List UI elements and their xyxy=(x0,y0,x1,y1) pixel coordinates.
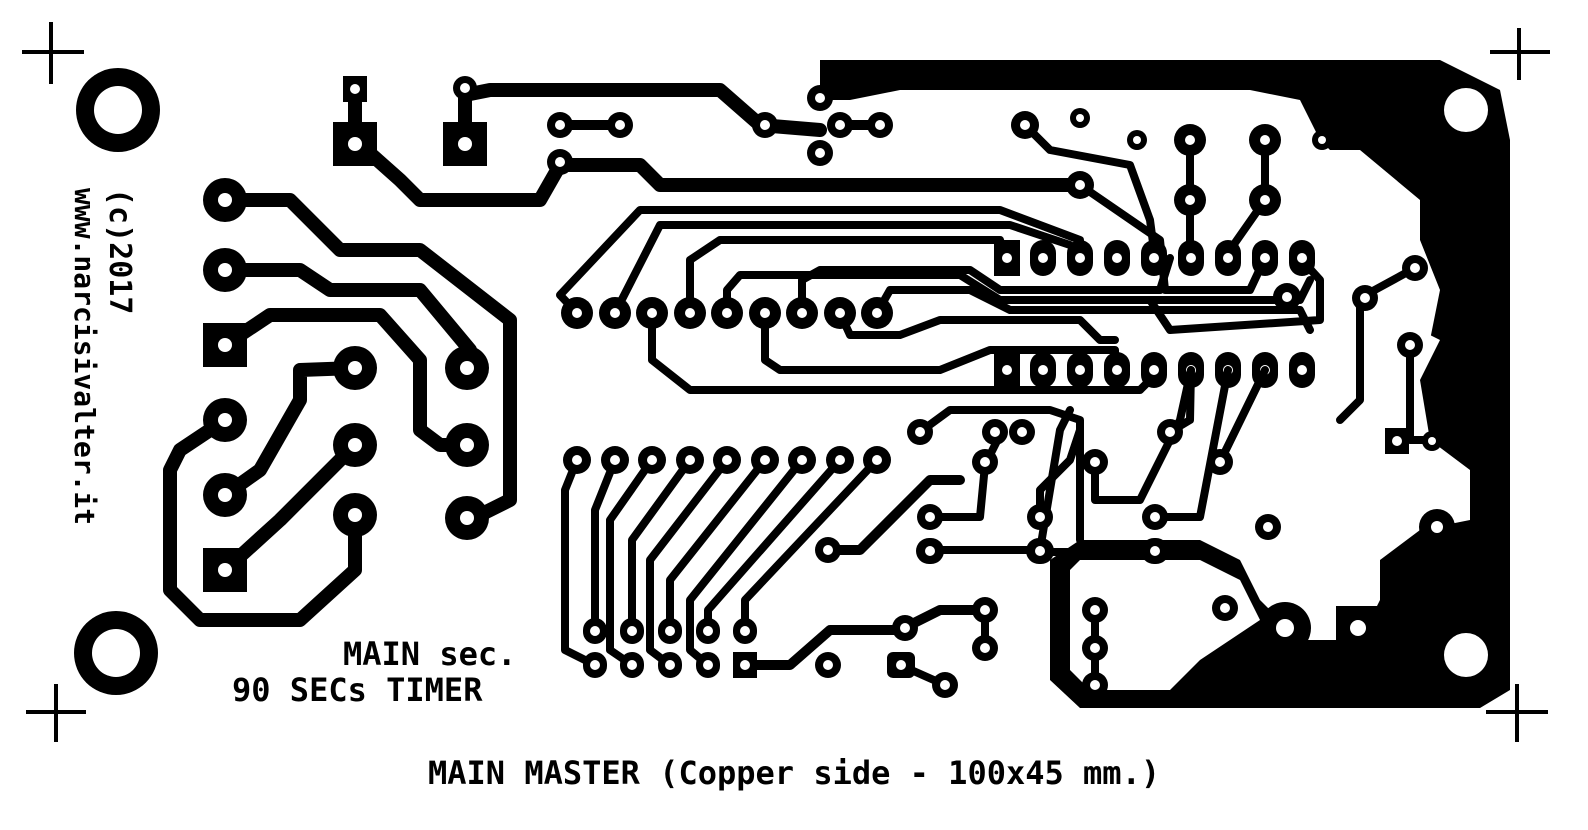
registration-crosshair-icon xyxy=(1490,28,1550,80)
connector-pads xyxy=(583,618,757,678)
middle-traces xyxy=(556,121,1324,394)
copyright-year: (c)2017 xyxy=(102,188,137,315)
board-name-line2: 90 SECs TIMER xyxy=(232,671,483,709)
left-pads xyxy=(203,76,489,592)
mounting-hole-icon xyxy=(76,68,160,152)
pad-group-lower xyxy=(815,255,1455,698)
left-traces xyxy=(163,83,1087,627)
board-name-line1: MAIN sec. xyxy=(343,635,517,673)
pad-row-lower xyxy=(563,446,891,474)
website-url: www.narcisivalter.it xyxy=(68,188,101,526)
registration-crosshair-icon xyxy=(22,22,84,84)
board-caption: MAIN MASTER (Copper side - 100x45 mm.) xyxy=(428,754,1161,792)
pad-row-upper xyxy=(561,297,893,329)
ic-upper xyxy=(994,240,1315,388)
pad-group-top xyxy=(547,85,1332,311)
registration-crosshair-icon xyxy=(1486,684,1548,742)
copyright-block: (c)2017 www.narcisivalter.it xyxy=(68,188,137,568)
registration-crosshair-icon xyxy=(26,684,86,742)
mounting-hole-icon xyxy=(74,611,158,695)
